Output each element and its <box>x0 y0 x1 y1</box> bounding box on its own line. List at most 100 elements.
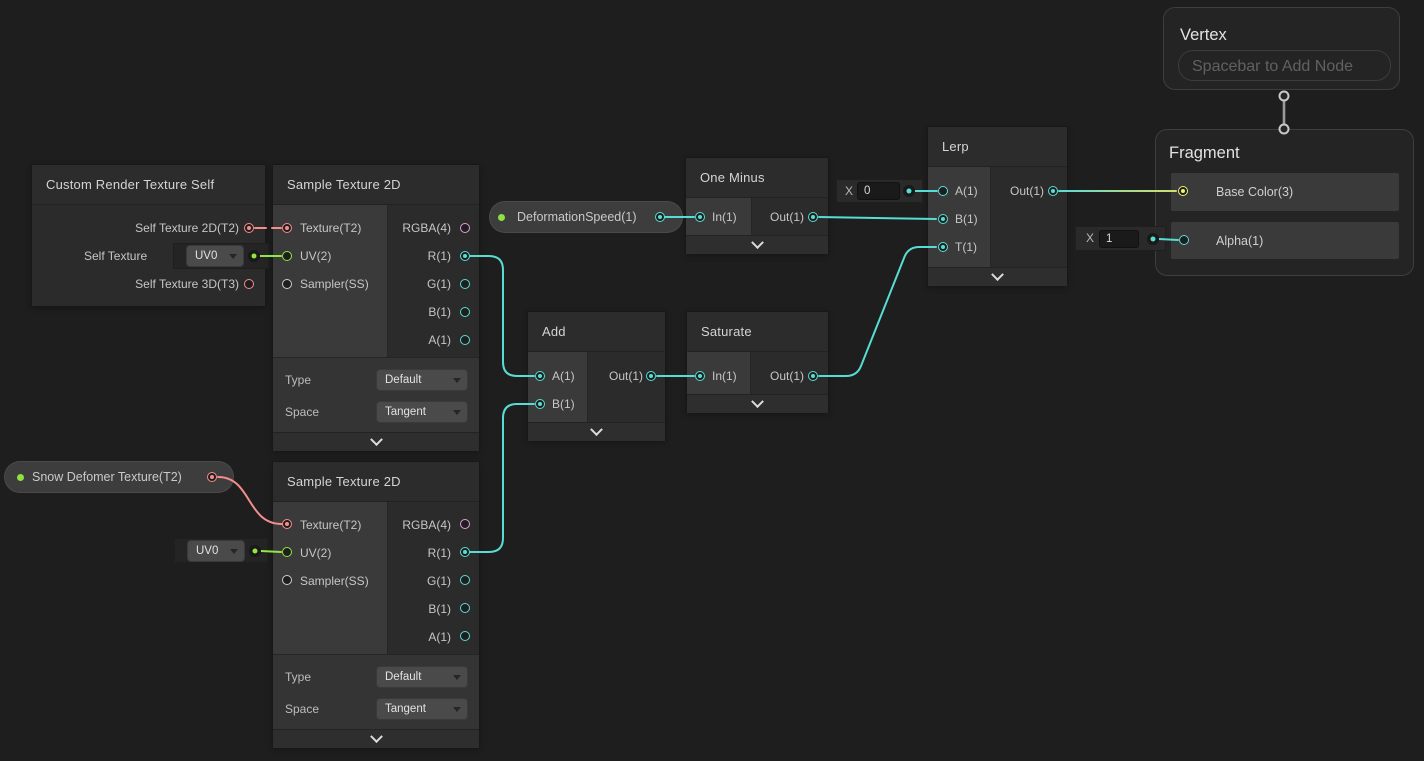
node-saturate[interactable]: Saturate In(1) Out(1) <box>687 312 828 413</box>
node-fragment[interactable]: Fragment Base Color(3) Alpha(1) <box>1155 129 1414 276</box>
uv-b-connector-dot[interactable] <box>249 545 261 557</box>
collapse-toggle[interactable] <box>686 235 828 254</box>
lerp-t-in-port[interactable] <box>938 242 948 252</box>
node-lerp[interactable]: Lerp A(1) B(1) T(1) Out(1) <box>928 127 1067 286</box>
snowtexture-out-port[interactable] <box>207 472 217 482</box>
vertex-fragment-link <box>1278 90 1290 135</box>
uv-a-connector-dot[interactable] <box>248 250 260 262</box>
input-column <box>273 205 388 357</box>
property-snow-deformer-texture[interactable]: Snow Defomer Texture(T2) <box>5 462 233 492</box>
deformationspeed-out-port[interactable] <box>655 212 665 222</box>
spacebar-add-node-hint[interactable]: Spacebar to Add Node <box>1178 50 1391 81</box>
output-column <box>991 167 1067 267</box>
sample-b-rgba-out-port[interactable] <box>460 519 470 529</box>
fragment-row-alpha[interactable]: Alpha(1) <box>1171 222 1399 259</box>
collapse-toggle[interactable] <box>273 432 479 451</box>
type-dropdown[interactable]: Default <box>377 370 467 390</box>
add-out-port[interactable] <box>646 371 656 381</box>
input-column <box>273 502 388 654</box>
lerp-a-in-port[interactable] <box>938 186 948 196</box>
node-header[interactable]: Sample Texture 2D <box>273 462 479 502</box>
node-header[interactable]: One Minus <box>686 158 828 198</box>
oneminus-out-port[interactable] <box>808 212 818 222</box>
node-one-minus[interactable]: One Minus In(1) Out(1) <box>686 158 828 254</box>
node-settings: Type Default Space Tangent <box>273 654 479 730</box>
property-deformation-speed[interactable]: DeformationSpeed(1) <box>490 202 682 232</box>
node-add[interactable]: Add A(1) B(1) Out(1) <box>528 312 665 441</box>
node-header[interactable]: Sample Texture 2D <box>273 165 479 205</box>
add-b-in-port[interactable] <box>535 399 545 409</box>
node-title: Lerp <box>942 139 969 154</box>
sample-b-sampler-in-port[interactable] <box>282 575 292 585</box>
alpha-connector-dot[interactable] <box>1147 233 1159 245</box>
node-custom-render-texture-self[interactable]: Custom Render Texture Self Self Texture … <box>32 165 265 306</box>
saturate-out-port[interactable] <box>808 371 818 381</box>
node-title: Add <box>542 324 566 339</box>
space-dropdown[interactable]: Tangent <box>377 402 467 422</box>
sample-a-r-out-port[interactable] <box>460 251 470 261</box>
dropdown-arrow-icon <box>453 378 461 383</box>
fragment-row-base-color[interactable]: Base Color(3) <box>1171 173 1399 211</box>
lerp-b-in-port[interactable] <box>938 214 948 224</box>
node-header[interactable]: Lerp <box>928 127 1067 167</box>
value-field[interactable]: 0 <box>858 183 899 199</box>
port-label: Self Texture 3D(T3) <box>135 277 239 291</box>
collapse-toggle[interactable] <box>273 729 479 748</box>
fragment-basecolor-in-port[interactable] <box>1178 186 1188 196</box>
saturate-in-port[interactable] <box>695 371 705 381</box>
sample-b-a-out-port[interactable] <box>460 631 470 641</box>
type-dropdown[interactable]: Default <box>377 667 467 687</box>
space-dropdown[interactable]: Tangent <box>377 699 467 719</box>
lerp-out-port[interactable] <box>1048 186 1058 196</box>
sample-a-b-out-port[interactable] <box>460 307 470 317</box>
port-label: A(1) <box>955 184 978 198</box>
oneminus-in-port[interactable] <box>695 212 705 222</box>
port-label: Self Texture <box>84 249 148 263</box>
node-title: Sample Texture 2D <box>287 474 401 489</box>
sample-b-texture-in-port[interactable] <box>282 519 292 529</box>
node-sample-texture-2d-b[interactable]: Sample Texture 2D Texture(T2) UV(2) Samp… <box>273 462 479 748</box>
node-header[interactable]: Custom Render Texture Self <box>32 165 265 205</box>
sample-a-g-out-port[interactable] <box>460 279 470 289</box>
crt-self-texture-2d-out-port[interactable] <box>244 223 254 233</box>
sample-b-r-out-port[interactable] <box>460 547 470 557</box>
port-label: Out(1) <box>1009 184 1044 198</box>
uv-channel-dropdown[interactable]: UV0 <box>187 246 243 266</box>
port-label: A(1) <box>428 630 451 644</box>
port-label: B(1) <box>428 305 451 319</box>
lerp-a-default-widget: X 0 <box>837 180 922 202</box>
add-a-in-port[interactable] <box>535 371 545 381</box>
port-label: RGBA(4) <box>402 518 451 532</box>
collapse-toggle[interactable] <box>528 422 665 441</box>
exposed-property-icon <box>498 213 505 221</box>
port-label: G(1) <box>427 574 451 588</box>
uv-channel-dropdown[interactable]: UV0 <box>188 541 244 561</box>
node-header[interactable]: Saturate <box>687 312 828 352</box>
node-header[interactable]: Add <box>528 312 665 352</box>
sample-a-uv-in-port[interactable] <box>282 251 292 261</box>
sample-b-g-out-port[interactable] <box>460 575 470 585</box>
port-label: R(1) <box>427 546 451 560</box>
sample-a-a-out-port[interactable] <box>460 335 470 345</box>
node-vertex[interactable]: Vertex Spacebar to Add Node <box>1163 7 1400 90</box>
edge-saturate-to-lerp-t <box>818 246 937 377</box>
sample-a-texture-in-port[interactable] <box>282 223 292 233</box>
sample-b-uv-in-port[interactable] <box>282 547 292 557</box>
edge-oneminus-to-lerp-b <box>818 216 937 220</box>
port-label: Texture(T2) <box>300 221 362 235</box>
sample-b-b-out-port[interactable] <box>460 603 470 613</box>
fragment-alpha-in-port[interactable] <box>1179 235 1189 245</box>
sample-a-sampler-in-port[interactable] <box>282 279 292 289</box>
node-sample-texture-2d-a[interactable]: Sample Texture 2D Texture(T2) UV(2) Samp… <box>273 165 479 451</box>
lerp-a-connector-dot[interactable] <box>903 185 915 197</box>
port-label: B(1) <box>955 212 978 226</box>
value-field[interactable]: 1 <box>1100 230 1138 247</box>
sample-a-rgba-out-port[interactable] <box>460 223 470 233</box>
port-label: R(1) <box>427 249 451 263</box>
collapse-toggle[interactable] <box>928 267 1067 286</box>
crt-self-texture-3d-out-port[interactable] <box>244 279 254 289</box>
uv-channel-widget-a: UV0 <box>174 244 268 268</box>
chevron-down-icon <box>750 235 764 249</box>
collapse-toggle[interactable] <box>687 394 828 413</box>
